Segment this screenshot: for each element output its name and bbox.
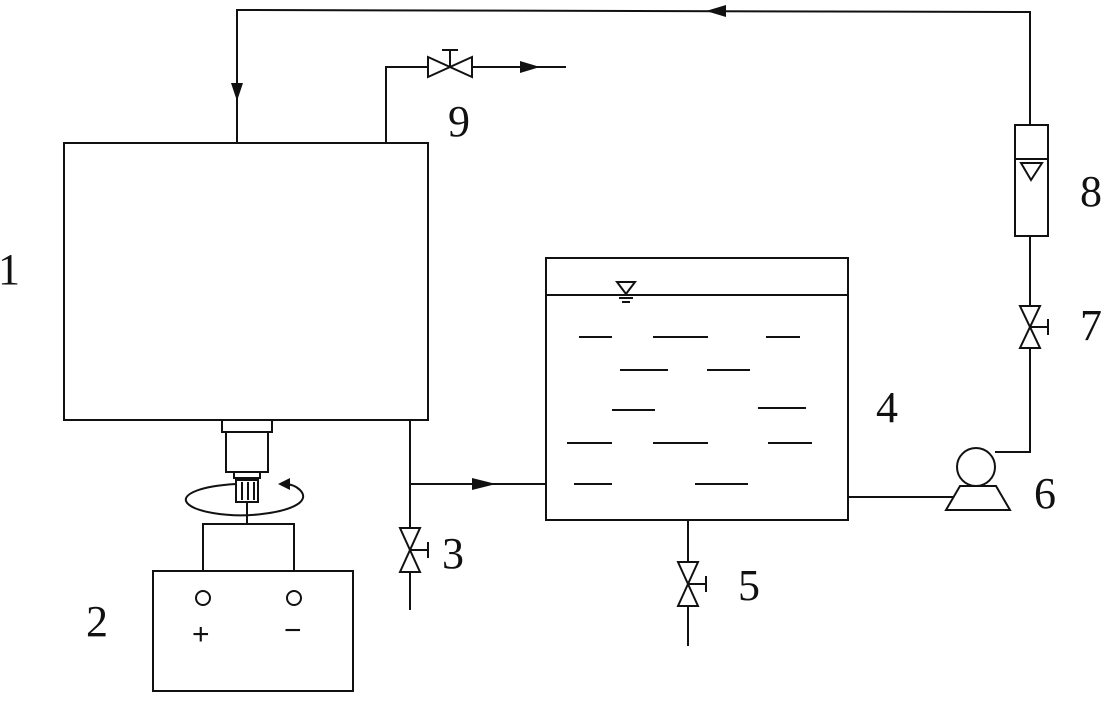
flowmeter-label: 8 [1080,167,1102,216]
reactor-label: 1 [0,245,20,294]
flow-arrow-down [231,83,243,101]
positive-sign: + [192,618,210,651]
flow-arrow-right-outlet [520,61,540,73]
water-tank [545,257,849,521]
drain-valve-3-icon [398,527,429,573]
negative-sign: − [284,614,302,647]
outlet-line [385,66,428,143]
pump-label: 6 [1034,469,1056,518]
outlet-valve-icon [427,49,473,79]
water-tank-label: 4 [876,383,898,432]
recirculation-line [236,8,1031,143]
negative-terminal [286,590,302,606]
power-supply-label: 2 [86,597,108,646]
valve-7-label: 7 [1080,301,1102,350]
valve-7-icon [1018,305,1049,349]
drain-valve-5-icon [676,561,707,607]
outlet-valve-label: 9 [448,97,470,146]
water-hatching [567,336,812,485]
reactor-shaft-assembly [221,419,273,524]
water-level-icon [615,281,637,303]
drain-valve-5-label: 5 [738,561,760,610]
drain-valve-3-label: 3 [442,529,464,578]
reactor-body [63,142,429,421]
pump-discharge-line [995,348,1031,453]
power-supply-box [152,570,354,692]
flow-arrow-left [706,5,726,17]
positive-terminal [195,590,211,606]
flowmeter-icon [1014,124,1049,237]
wire-positive [202,523,247,592]
pump-icon [944,447,1012,511]
rotation-icon [184,478,305,517]
flow-arrow-right-feed [472,478,496,490]
wire-negative [247,523,295,592]
